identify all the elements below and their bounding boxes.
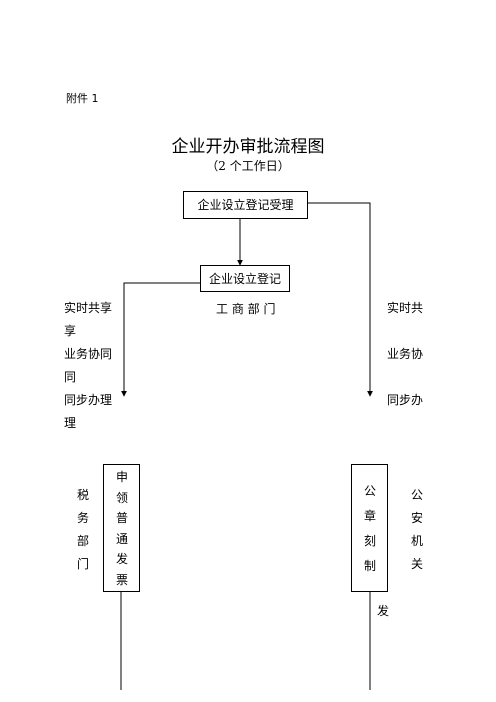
- left-note: 同步办理: [64, 393, 113, 407]
- stray-character: 发: [377, 604, 390, 618]
- right-notes: 实时共 业务协 同步办: [387, 297, 447, 412]
- node-register: 企业设立登记: [200, 265, 290, 292]
- node-invoice: 申领普通发票: [103, 464, 140, 592]
- arrow-accept-to-police: [307, 202, 373, 397]
- right-note: 业务协: [387, 347, 424, 361]
- dept-police: 公安机关: [410, 488, 423, 571]
- node-seal: 公章刻制: [351, 464, 388, 592]
- node-accept: 企业设立登记受理: [183, 191, 308, 219]
- left-note: 同: [64, 370, 77, 384]
- right-note: 实时共: [387, 301, 424, 315]
- right-note: 同步办: [387, 393, 424, 407]
- page-subtitle: （2 个工作日）: [206, 159, 290, 173]
- arrow-register-to-tax: [121, 282, 200, 397]
- node-seal-label: 公章刻制: [363, 484, 376, 573]
- left-notes: 实时共享 享 业务协同 同 同步办理 理: [64, 297, 140, 435]
- page-title: 企业开办审批流程图: [171, 137, 325, 157]
- left-note: 享: [64, 324, 77, 338]
- dept-tax: 税务部门: [76, 488, 89, 571]
- node-invoice-label: 申领普通发票: [115, 470, 128, 587]
- attachment-label: 附件 1: [66, 92, 99, 105]
- left-note: 理: [64, 416, 77, 430]
- node-register-label: 企业设立登记: [208, 272, 281, 286]
- node-accept-label: 企业设立登记受理: [197, 198, 294, 212]
- left-note: 实时共享: [64, 301, 113, 315]
- dept-commerce: 工 商 部 门: [216, 302, 276, 316]
- left-note: 业务协同: [64, 347, 113, 361]
